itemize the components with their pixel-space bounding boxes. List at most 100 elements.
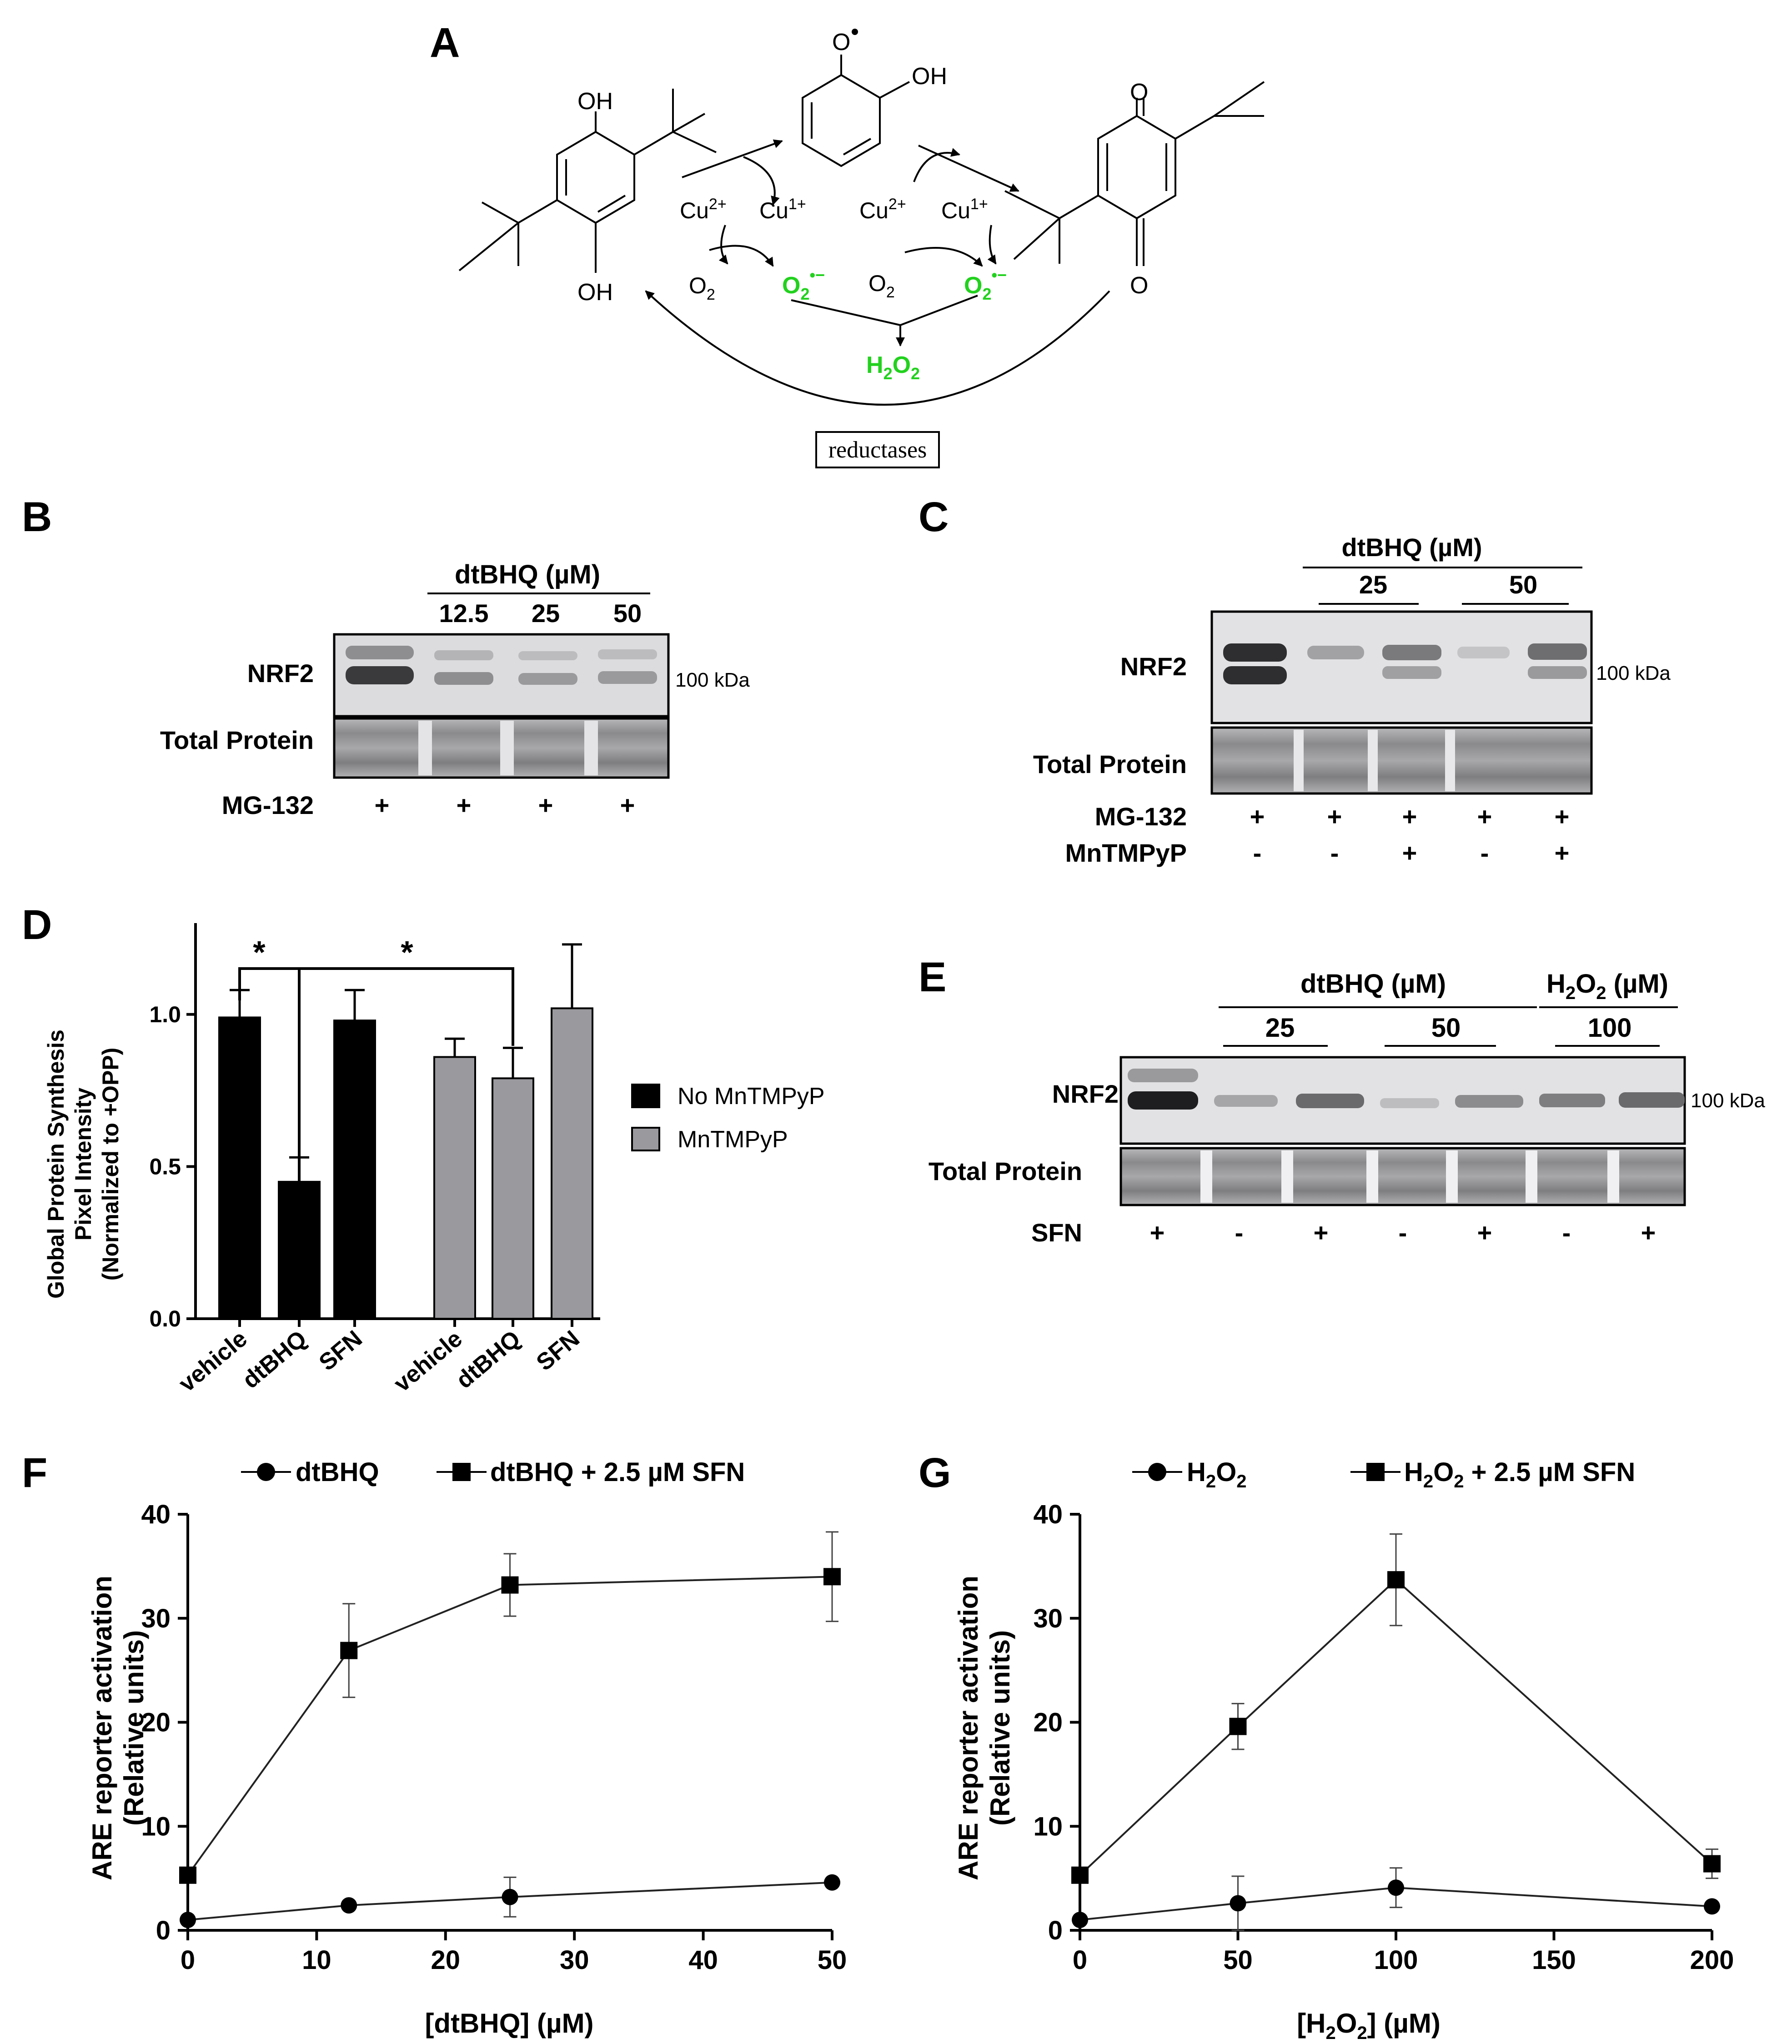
d-ylabel: Global Protein Synthesis Pixel Intensity… [43, 1030, 123, 1299]
svg-text:+: + [1150, 1218, 1165, 1247]
g-series-line-0 [1079, 1887, 1712, 1921]
panel-f: F dtBHQ dtBHQ + 2.5 µM SFN ARE reporter … [22, 1450, 847, 2039]
svg-text:+: + [1250, 802, 1265, 831]
g-ytick-label-4: 40 [1033, 1500, 1063, 1529]
svg-text:+: + [1555, 839, 1570, 867]
b-conc-1: 12.5 [439, 599, 489, 628]
b-mg132-label: MG-132 [222, 791, 314, 819]
g-point-0-2 [1388, 1879, 1404, 1896]
f-point-1-3 [823, 1568, 841, 1586]
d-star-2: * [401, 934, 413, 970]
f-point-1-0 [179, 1866, 196, 1884]
g-legend: H2O2 H2O2 + 2.5 µM SFN [1132, 1457, 1635, 1492]
d-bar-3 [433, 1056, 476, 1320]
svg-text:+: + [1402, 802, 1417, 831]
c-conc-2: 50 [1509, 570, 1537, 599]
h2o2-label: H2O2 [866, 352, 920, 383]
g-series-line-1 [1079, 1578, 1713, 1876]
superoxide-right: O2•− [964, 266, 1007, 303]
g-ylabel: ARE reporter activation (Relative units) [953, 1576, 1015, 1880]
b-kda-label: 100 kDa [675, 669, 750, 691]
svg-text:(Normalized to +OPP): (Normalized to +OPP) [98, 1048, 123, 1281]
b-mg132-3: + [538, 791, 553, 819]
f-series-line-1 [187, 1576, 833, 1876]
semi-oh-label: OH [912, 63, 947, 90]
e-sfn-label: SFN [1031, 1218, 1082, 1247]
svg-text:-: - [1481, 839, 1489, 867]
e-row-nrf2: NRF2 [1052, 1080, 1119, 1108]
svg-text:+: + [1477, 1218, 1492, 1247]
c-mg132-values: + + + + + [1250, 802, 1570, 831]
cu-left-a: Cu2+ [680, 196, 727, 223]
b-mg132-4: + [620, 791, 635, 819]
b-header: dtBHQ (µM) [455, 560, 600, 589]
c-total-gaps [1294, 730, 1455, 791]
svg-text:-: - [1330, 839, 1339, 867]
c-total-blot [1210, 726, 1593, 795]
panel-label-c: C [919, 494, 949, 540]
g-point-1-3 [1703, 1855, 1721, 1873]
svg-text:Global Protein Synthesis: Global Protein Synthesis [43, 1030, 69, 1299]
f-legend-label-1: dtBHQ [296, 1457, 379, 1487]
g-legend-label-2: H2O2 + 2.5 µM SFN [1404, 1457, 1635, 1492]
f-xtick-label-4: 40 [688, 1945, 718, 1975]
f-xtick-label-1: 10 [302, 1945, 331, 1975]
c-kda-label: 100 kDa [1596, 662, 1671, 684]
cu-right-a: Cu2+ [859, 196, 906, 223]
panel-label-d: D [22, 902, 52, 948]
redox-arrows [645, 139, 1110, 406]
f-series-line-0 [187, 1881, 833, 1921]
reductases-label: reductases [828, 437, 927, 463]
svg-text:ARE reporter activation: ARE reporter activation [87, 1576, 117, 1880]
svg-text:+: + [1641, 1218, 1656, 1247]
g-xtick-label-0: 0 [1073, 1945, 1087, 1975]
svg-text:+: + [1555, 802, 1570, 831]
d-xtick-label-2: SFN [314, 1326, 367, 1376]
b-conc-2: 25 [532, 599, 560, 628]
semiquinone-structure [802, 55, 910, 167]
e-total-blot [1119, 1147, 1686, 1206]
panel-g: G H2O2 H2O2 + 2.5 µM SFN ARE reporter ac… [919, 1450, 1734, 2043]
d-bar-2 [333, 1019, 376, 1320]
panel-label-a: A [430, 20, 460, 66]
c-mntmpyp-label: MnTMPyP [1065, 839, 1187, 867]
d-bar-4 [492, 1077, 534, 1320]
f-ytick-label-3: 30 [141, 1604, 171, 1633]
f-xlabel: [dtBHQ] (µM) [425, 2008, 593, 2039]
f-point-1-1 [340, 1642, 358, 1659]
e-conc-3: 100 [1588, 1013, 1632, 1043]
quinone-o-bottom-label: O [1130, 272, 1148, 299]
g-xtick-label-2: 100 [1374, 1945, 1418, 1975]
b-mg132-2: + [457, 791, 472, 819]
f-xtick-label-3: 30 [560, 1945, 589, 1975]
semi-o-label: O [832, 29, 850, 55]
g-point-0-0 [1072, 1912, 1088, 1928]
panel-e: E dtBHQ (µM) H2O2 (µM) 25 50 100 NRF2 To… [919, 954, 1765, 1247]
e-conc-1: 25 [1265, 1013, 1295, 1043]
b-total-gaps [418, 721, 598, 775]
f-ytick-label-4: 40 [141, 1500, 171, 1529]
hydroquinone-structure [458, 89, 717, 273]
f-ytick-label-1: 10 [141, 1812, 171, 1841]
f-ytick-label-0: 0 [156, 1916, 171, 1945]
e-total-gaps [1200, 1150, 1619, 1203]
oh-bottom-label: OH [577, 279, 613, 306]
g-point-1-2 [1387, 1571, 1405, 1589]
panel-label-b: B [22, 494, 52, 540]
d-ytick-label-2: 1.0 [149, 1002, 181, 1027]
d-xtick-label-1: dtBHQ [237, 1326, 311, 1394]
svg-text:+: + [1402, 839, 1417, 867]
e-conc-2: 50 [1431, 1013, 1461, 1043]
d-xtick-label-0: vehicle [174, 1326, 252, 1397]
cu-left-b: Cu1+ [759, 196, 806, 223]
d-legend-swatch-black [631, 1084, 660, 1108]
o2-left: O2 [689, 273, 715, 303]
g-xlabel: [H2O2] (µM) [1297, 2008, 1441, 2043]
f-xtick-label-0: 0 [181, 1945, 195, 1975]
e-header-1: dtBHQ (µM) [1300, 969, 1446, 999]
f-legend-circle-icon [257, 1463, 275, 1481]
d-sig-bracket-2 [298, 967, 514, 1260]
